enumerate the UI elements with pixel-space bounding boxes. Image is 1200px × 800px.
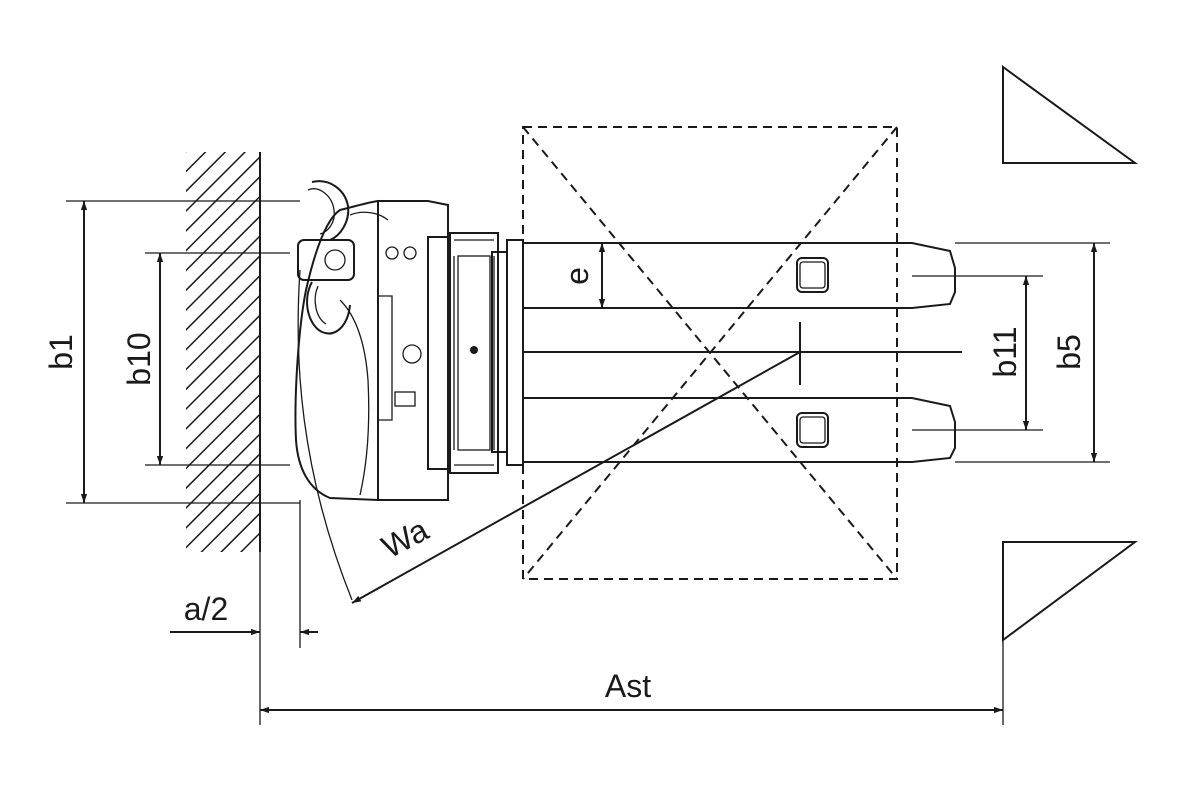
b10-dimension: b10 [121,252,290,466]
right-obstacle-bottom [1002,541,1139,642]
right-obstacle-top [1002,65,1139,164]
mast-bolt [470,346,478,354]
indicator-icon [403,246,417,260]
b1-label: b1 [43,334,79,370]
b10-label: b10 [121,332,157,385]
b1-dimension: b1 [43,200,300,504]
a-half-dimension: a/2 [170,500,318,648]
hatched-triangle-bottom-icon [1002,541,1139,642]
e-dimension: e [559,243,606,308]
operator-platform [294,199,379,502]
forks [523,242,962,463]
emergency-stop-icon [402,344,422,364]
tiller-handle [297,180,389,335]
wa-label: Wa [376,511,434,565]
truck-chassis [377,200,449,501]
left-wall-hatch-icon [186,152,260,552]
fork-carriage [427,232,524,474]
truck-body [294,199,449,502]
b11-label: b11 [987,326,1023,377]
fork-roller-bottom [796,412,829,448]
tiller-head [297,239,355,281]
fork-roller-top [796,257,829,293]
ast-label: Ast [605,668,651,704]
turning-arc [297,269,353,601]
b11-dimension: b11 [912,275,1043,431]
wa-dimension-line [351,351,801,604]
ast-dimension: Ast [259,552,1004,725]
a-half-label: a/2 [184,591,228,627]
b5-dimension: b5 [955,242,1110,463]
display-icon [394,391,416,407]
key-switch-icon [385,246,399,260]
tiller-button-icon [324,249,346,271]
b5-label: b5 [1051,334,1087,370]
fork-bottom [523,397,956,463]
fork-top [523,242,956,309]
e-label: e [559,267,595,285]
fork-back-plate [506,239,524,466]
hatched-triangle-top-icon [1002,65,1139,164]
left-wall [186,152,261,552]
